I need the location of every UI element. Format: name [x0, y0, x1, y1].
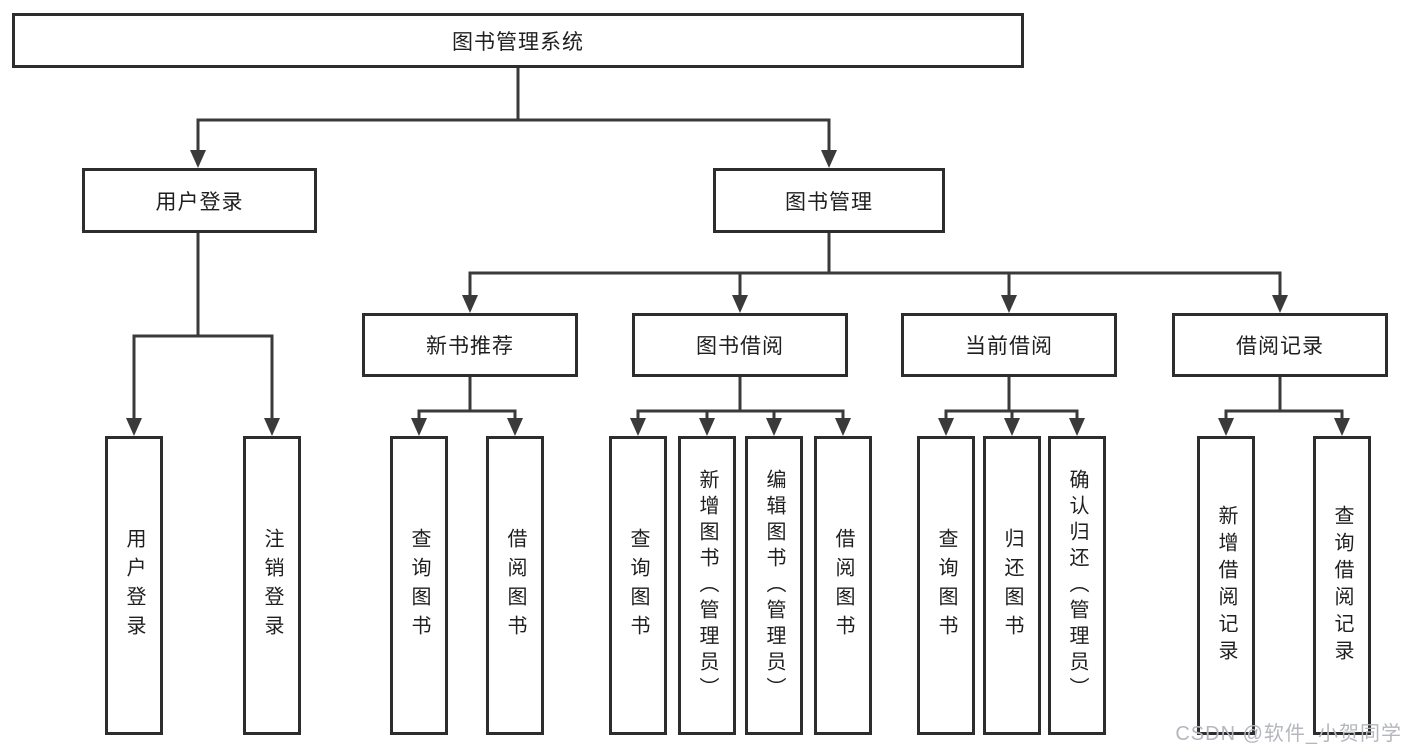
leaf-query-borrow-record: 查询借阅记录: [1313, 436, 1371, 735]
leaf-user-login: 用户登录: [105, 436, 163, 735]
leaf-return-books: 归还图书: [983, 436, 1041, 735]
leaf-logout: 注销登录: [243, 436, 301, 735]
leaf-add-books-admin: 新增图书（管理员）: [678, 436, 736, 735]
node-book-management: 图书管理: [713, 168, 945, 233]
node-user-login: 用户登录: [82, 168, 317, 233]
node-book-borrow: 图书借阅: [632, 313, 848, 377]
leaf-confirm-return-admin: 确认归还（管理员）: [1048, 436, 1106, 735]
leaf-recommend-query-books: 查询图书: [390, 436, 448, 735]
csdn-watermark: CSDN @软件_小贺同学: [1175, 723, 1402, 745]
leaf-add-borrow-record: 新增借阅记录: [1197, 436, 1255, 735]
node-new-book-recommend: 新书推荐: [362, 313, 578, 377]
leaf-recommend-borrow-books: 借阅图书: [486, 436, 544, 735]
node-root: 图书管理系统: [12, 13, 1024, 68]
leaf-current-query-books: 查询图书: [917, 436, 975, 735]
leaf-borrow-query-books: 查询图书: [609, 436, 667, 735]
leaf-edit-books-admin: 编辑图书（管理员）: [745, 436, 803, 735]
leaf-borrow-books: 借阅图书: [814, 436, 872, 735]
node-borrow-record: 借阅记录: [1172, 313, 1388, 377]
node-current-borrow: 当前借阅: [901, 313, 1117, 377]
